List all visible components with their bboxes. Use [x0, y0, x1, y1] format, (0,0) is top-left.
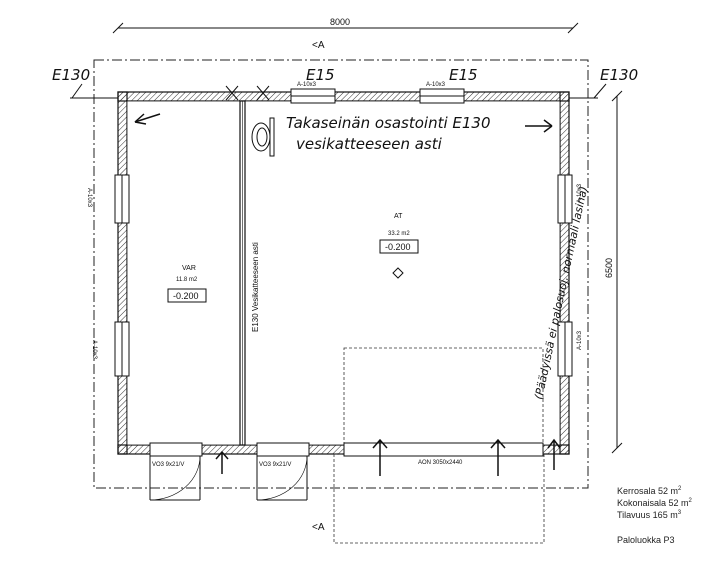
room-level-box-at	[379, 239, 419, 254]
entry-arrows	[215, 438, 561, 476]
window-right-lower	[557, 321, 573, 377]
back-wall-note-line2: vesikatteeseen asti	[296, 135, 443, 153]
window-right-upper	[557, 174, 573, 224]
room-level-var: -0.200	[173, 291, 199, 301]
fire-rating-left: E130	[52, 66, 90, 84]
window-left-lower	[114, 321, 130, 377]
roof-outline	[93, 59, 589, 489]
room-area-var: 11.8 m2	[176, 277, 198, 283]
fire-wall-label: E130 Vesikatteeseen asti	[251, 242, 260, 332]
door-1-tag: VO3 9x21/V	[152, 462, 184, 468]
fire-rating-right: E130	[600, 66, 638, 84]
height-dimension: 6500	[604, 90, 623, 454]
room-name-at: AT	[394, 213, 403, 220]
arrow-icon-right	[525, 119, 553, 133]
window-tag-left-lower: A-10x3	[91, 340, 97, 360]
room-name-var: VAR	[182, 265, 196, 272]
garage-door-tag: AON 3050x2440	[418, 460, 463, 466]
info-kokonaisala: Kokonaisala 52 m2	[617, 498, 692, 508]
door-2	[256, 442, 310, 501]
section-marker: <A	[312, 40, 325, 51]
info-paloluokka: Paloluokka P3	[617, 535, 675, 545]
window-tag-top-right: A-10x3	[426, 82, 446, 88]
window-top-right	[419, 88, 465, 104]
height-dimension-label: 6500	[604, 258, 614, 278]
room-level-at: -0.200	[385, 242, 411, 252]
window-tag-left-upper: A-10x3	[86, 188, 92, 208]
window-tag-right-lower: A-10x3	[577, 330, 583, 350]
window-tag-right-upper: A-10x3	[577, 183, 583, 203]
fire-wall	[239, 100, 246, 446]
level-marker-icon	[392, 267, 404, 279]
info-kerrosala: Kerrosala 52 m2	[617, 486, 682, 496]
info-tilavuus: Tilavuus 165 m3	[617, 510, 682, 520]
window-top-left	[290, 88, 336, 104]
window-tag-top-left: A-10x3	[297, 82, 317, 88]
width-dimension: 8000	[112, 17, 579, 34]
back-wall-note-line1: Takaseinän osastointi E130	[286, 114, 491, 132]
section-marker-bottom: <A	[312, 522, 325, 533]
width-dimension-label: 8000	[330, 17, 350, 27]
fire-rating-window-right: E15	[449, 66, 478, 84]
room-area-at: 33.2 m2	[388, 231, 410, 237]
garage-door	[343, 442, 544, 457]
door-1	[149, 442, 203, 501]
door-2-tag: VO3 9x21/V	[259, 462, 291, 468]
arrow-icon-left	[134, 113, 161, 125]
fire-rating-window-left: E15	[306, 66, 335, 84]
sink-icon	[251, 117, 275, 157]
window-left-upper	[114, 174, 130, 224]
e130-leaders	[70, 83, 607, 101]
room-level-box-var	[167, 288, 207, 303]
